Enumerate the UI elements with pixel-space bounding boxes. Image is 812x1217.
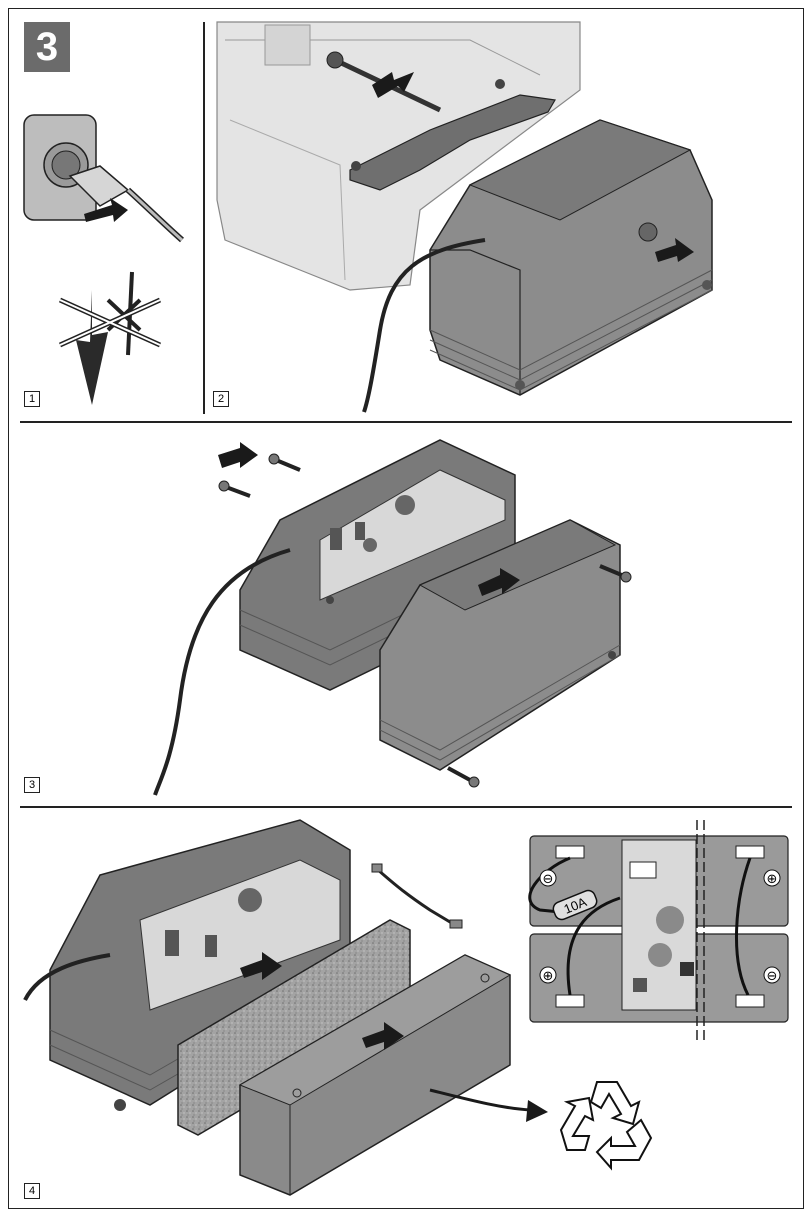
wall-socket — [23, 114, 97, 221]
panel-number-4: 4 — [24, 1183, 40, 1199]
panel-divider-1 — [20, 421, 792, 423]
polarity-minus-bottom: ⊖ — [767, 969, 778, 984]
box-right-half — [379, 519, 621, 771]
panel-number-2: 2 — [213, 391, 229, 407]
panel-divider-vertical — [203, 22, 205, 414]
battery-box — [429, 119, 713, 396]
arrow-screws — [218, 442, 258, 468]
mains-plug-icon — [68, 165, 184, 243]
panel-number-1: 1 — [24, 391, 40, 407]
panel-3-open-box — [153, 439, 632, 796]
screws-top — [218, 453, 301, 498]
step-number-badge: 3 — [24, 22, 70, 72]
arrow-to-recycling — [429, 1088, 531, 1112]
jumper-wire — [371, 863, 463, 929]
arrow-separate — [478, 568, 520, 596]
panel-1-unplug — [23, 114, 184, 405]
recycling-icon — [559, 1081, 653, 1171]
page-frame — [8, 8, 804, 1209]
arrow-in — [372, 72, 414, 98]
polarity-plus-top: ⊕ — [767, 872, 778, 887]
panel-divider-2 — [20, 806, 792, 808]
wiring-diagram: 10A ⊖ ⊕ ⊕ ⊖ — [528, 820, 789, 1040]
cable — [362, 238, 486, 413]
mounting-bracket — [349, 79, 556, 191]
cable-3 — [153, 548, 291, 796]
bolt-head — [326, 51, 344, 69]
arrow-out — [655, 238, 694, 262]
panel-2-remove-box — [216, 21, 713, 413]
no-power-icon — [58, 271, 162, 405]
panel-number-3: 3 — [24, 777, 40, 793]
arrow-pull-1 — [240, 952, 282, 980]
panel-4-remove-batteries: 10A ⊖ ⊕ ⊕ ⊖ — [23, 819, 789, 1196]
polarity-minus-top: ⊖ — [543, 872, 554, 887]
polarity-plus-bottom: ⊕ — [543, 969, 554, 984]
battery-cell — [238, 954, 512, 1196]
arrow-pull-2 — [362, 1022, 404, 1050]
screws-side — [447, 564, 632, 788]
cable-4 — [23, 953, 111, 1001]
